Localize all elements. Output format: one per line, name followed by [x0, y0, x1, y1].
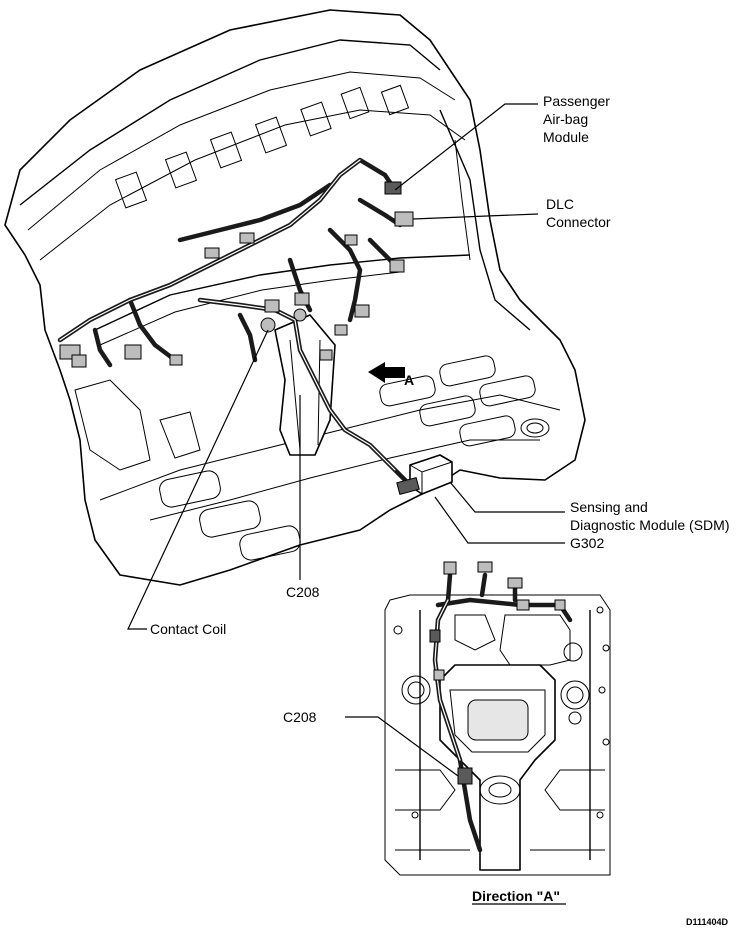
floor-ribs: [159, 355, 536, 561]
caption-direction-a: Direction "A": [472, 888, 560, 904]
floor-pan: [99, 394, 561, 501]
label-sensing-and: Sensing and: [570, 499, 648, 515]
inset-holes: [393, 606, 610, 819]
label-passenger: Passenger: [543, 93, 610, 109]
label-dlc: DLC: [546, 196, 574, 212]
label-contact-coil: Contact Coil: [150, 621, 226, 637]
label-module: Module: [543, 129, 589, 145]
airbag-connector: [384, 181, 402, 195]
inset-c208-connector: [457, 767, 473, 785]
label-g302: G302: [570, 535, 604, 551]
harness-connectors: [59, 181, 414, 368]
dash-brackets: [114, 84, 410, 209]
sdm-module: [396, 454, 453, 495]
label-diagnostic-module: Diagnostic Module (SDM): [570, 517, 730, 533]
label-c208-inset: C208: [283, 709, 317, 725]
arrow-a-label: A: [404, 372, 414, 388]
label-connector: Connector: [546, 214, 611, 230]
callout-passenger-airbag: Passenger Air-bag Module: [543, 93, 610, 145]
direction-a-arrow: A: [368, 362, 414, 388]
contact-coil-part: [260, 317, 276, 333]
figure-id: D111404D: [686, 917, 729, 927]
callout-dlc: DLC Connector: [546, 196, 611, 230]
dash-ridge: [19, 39, 441, 206]
label-c208-main: C208: [286, 584, 320, 600]
leaders-main: [127, 103, 565, 630]
label-airbag: Air-bag: [543, 111, 588, 127]
callout-sdm: Sensing and Diagnostic Module (SDM): [570, 499, 730, 533]
inset-direction-a: [384, 561, 611, 876]
dlc-connector-body: [394, 211, 414, 227]
inset-tunnel: [439, 664, 556, 871]
